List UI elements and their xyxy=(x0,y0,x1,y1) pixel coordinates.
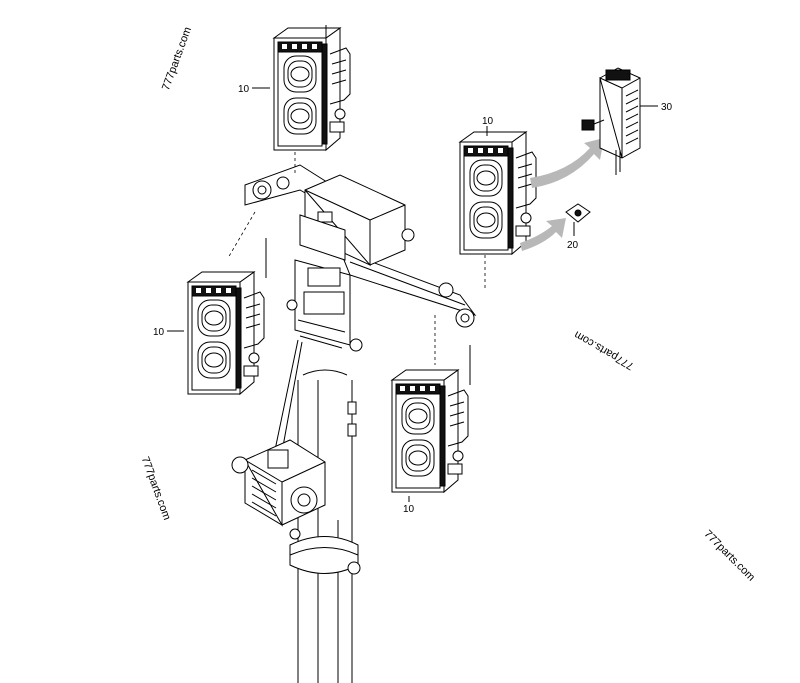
cross-beam-assembly xyxy=(244,164,477,453)
callout-lamp-mid-left: 10 xyxy=(153,327,165,338)
callout-lamp-top-left: 10 xyxy=(238,84,250,95)
work-lamp-bottom-right xyxy=(391,369,469,493)
work-lamp-top-right xyxy=(459,131,537,255)
arrow-to-control-box xyxy=(530,138,604,188)
callout-control-box: 30 xyxy=(661,102,673,113)
callout-lamp-top-right: 10 xyxy=(482,116,494,127)
mounting-bracket xyxy=(565,203,591,223)
arrow-to-bracket xyxy=(520,218,566,251)
callout-bracket: 20 xyxy=(567,240,579,251)
work-lamp-top-left xyxy=(273,27,351,151)
control-box xyxy=(581,67,641,175)
junction-box xyxy=(231,439,326,527)
work-lamp-mid-left xyxy=(187,271,265,395)
callout-lamp-bottom-right: 10 xyxy=(403,504,415,515)
mast-pole xyxy=(289,369,361,683)
